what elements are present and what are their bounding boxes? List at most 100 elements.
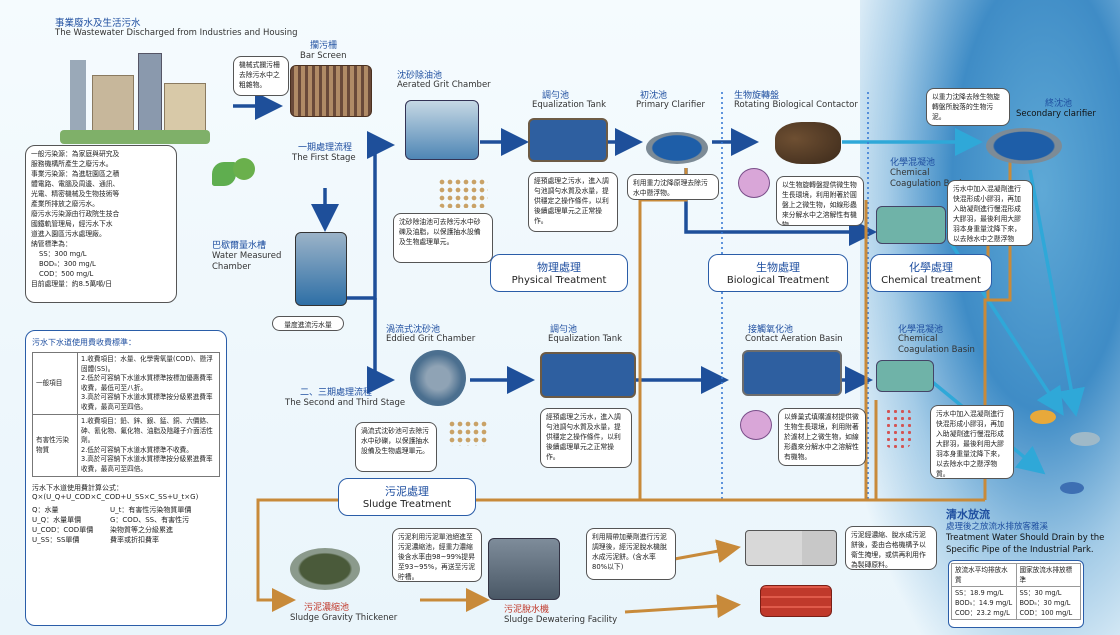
equalization-1-illustration bbox=[528, 118, 608, 162]
eddied-grit-note: 渦流式沈砂池可去除污水中砂礫，以保護抽水設備及生物處理單元。 bbox=[355, 422, 437, 472]
second-third-stage-cn: 二、三期處理流程 bbox=[300, 388, 373, 398]
rbc-cn: 生物旋轉盤 bbox=[734, 91, 780, 101]
first-stage-cn: 一期處理流程 bbox=[298, 143, 353, 153]
fee-ut: U_t：有害性污染物質單價 bbox=[110, 506, 192, 514]
chem-coag-1-cn: 化學混凝池 bbox=[890, 158, 936, 168]
discharge-standard-panel: 放流水平均排放水質 國家放流水排放標準 SS：18.9 mg/L BOD₅：14… bbox=[948, 560, 1084, 628]
secondary-clarifier-cn: 終沈池 bbox=[1045, 99, 1073, 109]
source-standard-title: 納管標準為： bbox=[31, 240, 72, 248]
chem-coag-2-en-1: Chemical bbox=[898, 334, 938, 344]
rbc-note-text: 以生物旋轉盤提供微生物生長環境，利用附著於圓盤上之微生物，如線形蟲來分解水中之溶… bbox=[782, 181, 857, 226]
source-title-cn: 事業廢水及生活污水 bbox=[55, 18, 141, 29]
aerated-grit-illustration bbox=[405, 100, 479, 160]
chem-coag-2-note-text: 污水中加入混凝劑進行快混形成小膠羽，再加入助凝劑進行慢混形成大膠羽，最後利用大膠… bbox=[936, 410, 1004, 478]
discharge-col1-bod: BOD₅：14.9 mg/L bbox=[955, 599, 1013, 607]
contact-aeration-en: Contact Aeration Basin bbox=[745, 334, 843, 344]
second-third-stage-en: The Second and Third Stage bbox=[285, 398, 406, 408]
discharge-col1-ss: SS：18.9 mg/L bbox=[955, 589, 1004, 597]
discharge-col2-ss: SS：30 mg/L bbox=[1019, 589, 1062, 597]
disposal-note: 污泥經濃縮、脫水成污泥餅後，委由合格機構予以衛生掩埋，或供再利用作為製磚原料。 bbox=[845, 526, 937, 570]
aerated-grit-cn: 沈砂除油池 bbox=[397, 71, 443, 81]
secondary-clarifier-en: Secondary clarifier bbox=[1016, 109, 1096, 119]
fee-ucod: U_COD：COD單價 bbox=[32, 526, 94, 534]
chem-coag-1-note-text: 污水中加入混凝劑進行快混形成小膠羽，再加入助凝劑進行慢混形成大膠羽，最後利用大膠… bbox=[953, 185, 1021, 243]
chemical-en: Chemical treatment bbox=[881, 275, 981, 286]
discharge-title: 清水放流 bbox=[946, 508, 990, 521]
fee-formula-title: 污水下水道使用費計算公式： bbox=[32, 484, 123, 492]
truck-icon bbox=[745, 530, 837, 566]
aerated-grit-note: 沈砂除油池可去除污水中砂礫及油脂，以保護抽水設備及生物處理單元。 bbox=[393, 213, 493, 263]
contact-aeration-illustration bbox=[742, 350, 842, 396]
contact-aeration-note-text: 以蜂巢式填購濾材提供微生物生長環境，利用附著於濾材上之微生物，如線形蟲來分解水中… bbox=[784, 413, 859, 461]
chem-coag-2-illustration bbox=[876, 360, 934, 392]
secondary-note-text: 以重力沈降去除生物旋轉盤所脫落的生物污泥。 bbox=[932, 93, 1000, 121]
fee-formula: Q×(U_Q+U_COD×C_COD+U_SS×C_SS+U_t×G) bbox=[32, 493, 199, 501]
fee-general-2: 2.低於可容納下水道水質標準按標加優惠費率收費，最低可至八折。 bbox=[81, 374, 213, 392]
source-desc-7: 廢污水污染源由行政院生技合 bbox=[31, 210, 120, 218]
source-desc-2: 服務機構所產生之廢污水。 bbox=[31, 160, 113, 168]
bar-screen-note-text: 機械式攔污柵去除污水中之粗雜物。 bbox=[239, 61, 280, 89]
equalization-2-note: 經預處理之污水，進入調勻池調勻水質及水量，提供穩定之操作條件，以利後續處理單元之… bbox=[540, 408, 632, 468]
contact-aeration-cn: 接觸氧化池 bbox=[748, 325, 794, 335]
primary-clarifier-cn: 初沈池 bbox=[640, 91, 668, 101]
sludge-en: Sludge Treatment bbox=[362, 499, 452, 510]
biological-en: Biological Treatment bbox=[726, 275, 830, 286]
source-desc-3: 事業污染源：為進駐園區之積 bbox=[31, 170, 120, 178]
source-desc-9: 道進入園區污水處理廠。 bbox=[31, 230, 106, 238]
equalization-2-cn: 調勻池 bbox=[550, 325, 578, 335]
fee-toxic-3: 3.高於可容納下水道水質標準按分級累進費率收費，最高可至四倍。 bbox=[81, 455, 213, 473]
fee-uq: U_Q：水量單價 bbox=[32, 516, 82, 524]
physical-cn: 物理處理 bbox=[537, 261, 581, 274]
fee-general-1: 1.收費項目：水量、化學需氧量(COD)、懸浮固體(SS)。 bbox=[81, 355, 213, 373]
secondary-clarifier-illustration bbox=[986, 128, 1062, 164]
fee-toxic-1: 1.收費項目：鉛、鋅、銀、錳、銅、六價鉻、砷、氰化物、氟化物、油脂及陰離子介面活… bbox=[81, 417, 213, 444]
chem-coag-2-cn: 化學混凝池 bbox=[898, 325, 944, 335]
eddied-grit-illustration bbox=[410, 350, 466, 406]
equalization-2-note-text: 經預處理之污水，進入調勻池調勻水質及水量，提供穩定之操作條件，以利後續處理單元之… bbox=[546, 413, 621, 461]
fee-toxic-label: 有害性污染物質 bbox=[32, 414, 78, 477]
discharge-col2-bod: BOD₅：30 mg/L bbox=[1019, 599, 1071, 607]
discharge-col1-cod: COD：23.2 mg/L bbox=[955, 609, 1010, 617]
microbe-icon bbox=[738, 168, 770, 198]
physical-en: Physical Treatment bbox=[511, 275, 607, 286]
water-drop-icon bbox=[233, 158, 255, 180]
bar-screen-illustration bbox=[290, 65, 372, 117]
sand-icon bbox=[438, 178, 488, 208]
equalization-2-en: Equalization Tank bbox=[548, 334, 623, 344]
discharge-en-2: Specific Pipe of the Industrial Park. bbox=[946, 545, 1094, 555]
measure-chamber-illustration bbox=[295, 232, 347, 306]
dewatering-note-text: 利用隔帶加藥劑進行污泥調理後，經污泥脫水機脫水成污泥餅。(含水率80%以下) bbox=[592, 533, 667, 571]
eddied-grit-en: Eddied Grit Chamber bbox=[386, 334, 476, 344]
fee-general-3: 3.高於可容納下水道水質標準按分級累進費率收費，最高可至四倍。 bbox=[81, 393, 213, 411]
source-desc-5: 光電、精密機械及生物技術等 bbox=[31, 190, 120, 198]
source-desc-1: 一般污染源：為家庭與研究及 bbox=[31, 150, 120, 158]
eddied-grit-cn: 渦流式沈砂池 bbox=[386, 325, 441, 335]
discharge-standard-table: 放流水平均排放水質 國家放流水排放標準 SS：18.9 mg/L BOD₅：14… bbox=[951, 563, 1081, 620]
source-desc-4: 體電路、電腦及周邊、通訊、 bbox=[31, 180, 120, 188]
equalization-1-note-text: 經預處理之污水，進入調勻池調勻水質及水量，提供穩定之操作條件，以利後續處理單元之… bbox=[534, 177, 609, 225]
fish-icon bbox=[1030, 410, 1056, 424]
primary-clarifier-note-text: 利用重力沈降原理去除污水中懸浮物。 bbox=[633, 179, 708, 197]
discharge-col2-title: 國家放流水排放標準 bbox=[1015, 563, 1081, 587]
thickener-en: Sludge Gravity Thickener bbox=[290, 613, 398, 623]
measure-note: 量度進流污水量 bbox=[272, 316, 344, 331]
sewer-fee-panel: 污水下水道使用費收費標準： 一般項目 1.收費項目：水量、化學需氧量(COD)、… bbox=[25, 330, 227, 626]
sludge-cn: 污泥處理 bbox=[385, 485, 429, 498]
bar-screen-en: Bar Screen bbox=[300, 51, 347, 61]
biological-cn: 生物處理 bbox=[756, 261, 800, 274]
dewatering-cn: 污泥脫水機 bbox=[504, 605, 550, 615]
dewatering-illustration bbox=[488, 538, 560, 600]
disposal-note-text: 污泥經濃縮、脫水成污泥餅後，委由合格機構予以衛生掩埋，或供再利用作為製磚原料。 bbox=[851, 531, 926, 569]
first-stage-en: The First Stage bbox=[292, 153, 356, 163]
discharge-cn: 處理後之放流水排放客雅溪 bbox=[946, 522, 1049, 532]
chem-coag-2-en-2: Coagulation Basin bbox=[898, 345, 975, 355]
chem-coag-1-illustration bbox=[876, 206, 946, 244]
source-bod: BOD₅：300 mg/L bbox=[39, 260, 96, 268]
fish-icon-3 bbox=[1060, 482, 1084, 494]
fee-toxic-2: 2.低於可容納下水道水質標準不收費。 bbox=[81, 445, 193, 454]
chem-coag-2-note: 污水中加入混凝劑進行快混形成小膠羽，再加入助凝劑進行慢混形成大膠羽，最後利用大膠… bbox=[930, 405, 1014, 479]
primary-clarifier-en: Primary Clarifier bbox=[636, 100, 705, 110]
fee-table: 一般項目 1.收費項目：水量、化學需氧量(COD)、懸浮固體(SS)。 2.低於… bbox=[32, 352, 220, 477]
source-ss: SS：300 mg/L bbox=[39, 250, 87, 258]
sand-icon-2 bbox=[448, 420, 488, 446]
